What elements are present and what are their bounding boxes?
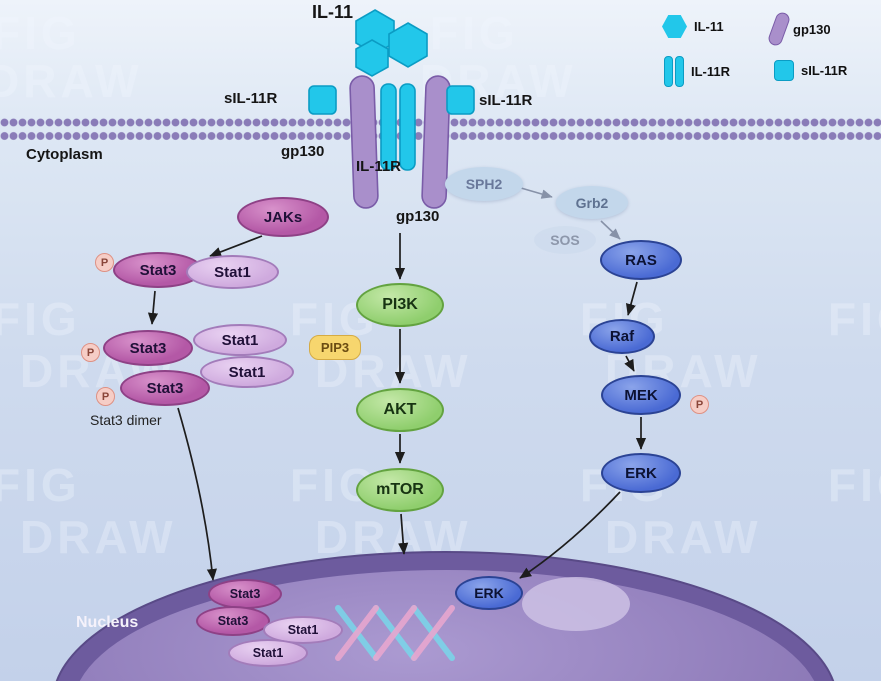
stat1-node: Stat1 <box>200 356 294 388</box>
watermark-text: FIG <box>828 293 881 345</box>
legend-label-il11r: IL-11R <box>691 64 731 79</box>
gp130-capsule-left <box>349 75 379 209</box>
arrow-erk-to-nucleus <box>519 491 621 579</box>
stat1-node: Stat1 <box>193 324 287 356</box>
sph2-node: SPH2 <box>445 167 523 201</box>
arrow-stat3dimer-to-nucleus <box>177 407 217 581</box>
watermark-text: FIG <box>0 459 81 511</box>
sil11r-right-label: sIL-11R <box>479 92 533 109</box>
nuclear-stat1-node: Stat1 <box>228 639 308 667</box>
phospho-badge: P <box>95 253 114 272</box>
phospho-badge: P <box>690 395 709 414</box>
watermark-text: DRAW <box>20 511 177 563</box>
pi3k-node: PI3K <box>356 283 444 327</box>
nucleolus-blob <box>522 577 630 631</box>
stat3-node: Stat3 <box>120 370 210 406</box>
grb2-node: Grb2 <box>556 186 628 219</box>
sil11r-square-right <box>446 85 475 115</box>
gp130-left-label: gp130 <box>281 143 325 160</box>
stat3-node: Stat3 <box>103 330 193 366</box>
watermark-text: FIG <box>0 293 81 345</box>
phospho-badge: P <box>81 343 100 362</box>
il11r-label: IL-11R <box>356 158 402 175</box>
legend-item-il11: IL-11 <box>662 14 724 39</box>
legend-label-il11: IL-11 <box>694 19 724 34</box>
il11r-bars-icon <box>664 56 684 87</box>
legend-label-gp130: gp130 <box>793 21 831 37</box>
il11-hexagon-cluster <box>355 9 428 77</box>
arrow-mtor-to-nucleus <box>398 513 409 555</box>
pip3-node: PIP3 <box>309 335 361 360</box>
dna-helix-icon <box>335 605 455 661</box>
arrow-raf-to-mek <box>624 355 635 372</box>
erk-node: ERK <box>601 453 681 493</box>
ras-node: RAS <box>600 240 682 280</box>
il11-title-label: IL-11 <box>312 2 354 22</box>
legend-label-sil11r: sIL-11R <box>801 63 848 78</box>
legend-item-gp130: gp130 <box>766 10 831 48</box>
nuclear-stat3-node: Stat3 <box>208 579 282 609</box>
sil11r-left-label: sIL-11R <box>224 90 278 107</box>
nuclear-erk-node: ERK <box>455 576 523 610</box>
arrow-grb2-to-ras <box>600 220 621 240</box>
nucleus-body <box>79 570 815 681</box>
gp130-center-label: gp130 <box>396 208 440 225</box>
stat1-node: Stat1 <box>186 255 279 289</box>
sos-node: SOS <box>534 226 596 254</box>
il11r-bar-right <box>399 83 416 171</box>
sil11r-square-icon <box>774 60 794 81</box>
arrow-jaks-to-stat3 <box>209 235 263 257</box>
il11-hexagon-icon <box>662 15 687 38</box>
nuclear-stat1-node: Stat1 <box>263 616 343 644</box>
sil11r-square-left <box>308 85 337 115</box>
legend-item-sil11r: sIL-11R <box>774 60 847 81</box>
jaks-node: JAKs <box>237 197 329 237</box>
watermark-text: FIG <box>430 7 519 59</box>
mek-node: MEK <box>601 375 681 415</box>
legend: IL-11 gp130 IL-11R sIL-11R <box>648 2 878 98</box>
watermark-text: FIG <box>828 459 881 511</box>
il11r-bar-left <box>380 83 397 171</box>
watermark-text: FIG <box>0 7 81 59</box>
stat3-dimer-label: Stat3 dimer <box>90 412 162 428</box>
cytoplasm-label: Cytoplasm <box>26 146 103 163</box>
arrow-sph2-to-grb2 <box>520 187 553 199</box>
watermark-text: DRAW <box>605 511 762 563</box>
gp130-capsule-icon <box>766 10 792 48</box>
arrow-stat3-to-complex <box>147 290 159 325</box>
raf-node: Raf <box>589 319 655 354</box>
legend-item-il11r: IL-11R <box>664 56 730 87</box>
watermark-text: DRAW <box>0 55 143 107</box>
nuclear-stat3-node: Stat3 <box>196 606 270 636</box>
akt-node: AKT <box>356 388 444 432</box>
mtor-node: mTOR <box>356 468 444 512</box>
arrow-ras-to-raf <box>625 281 638 316</box>
nucleus-label: Nucleus <box>76 614 139 631</box>
gp130-capsule-right <box>421 75 451 209</box>
phospho-badge: P <box>96 387 115 406</box>
